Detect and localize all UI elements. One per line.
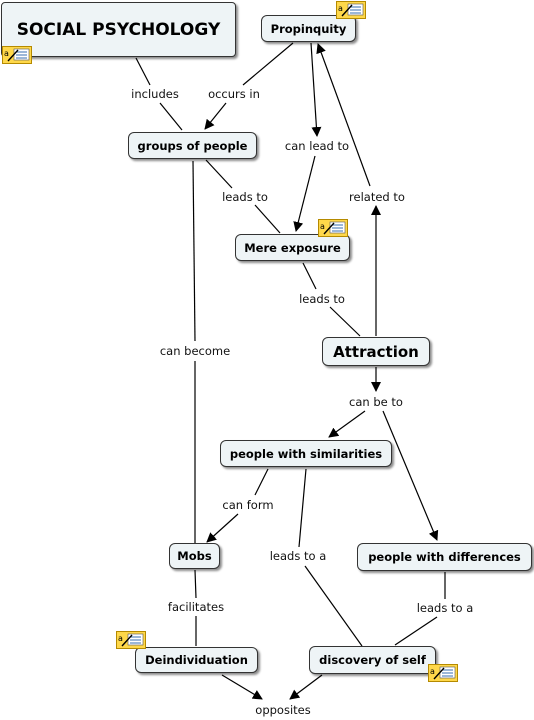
edge-can-lead-to-out bbox=[293, 155, 316, 232]
concept-people-with-similarities[interactable]: people with similarities bbox=[220, 440, 392, 467]
concept-mobs[interactable]: Mobs bbox=[169, 543, 220, 569]
link-can-form: can form bbox=[220, 498, 276, 512]
edge-occurs-in-in bbox=[242, 42, 294, 86]
link-can-lead-to: can lead to bbox=[282, 139, 352, 153]
link-can-become: can become bbox=[157, 344, 233, 358]
note-icon[interactable]: a bbox=[116, 631, 146, 649]
concept-mere-exposure[interactable]: Mere exposure bbox=[235, 234, 350, 261]
concept-groups-of-people[interactable]: groups of people bbox=[128, 132, 257, 159]
note-icon[interactable]: a bbox=[428, 664, 458, 682]
edge-opposites-discovery bbox=[289, 674, 323, 700]
note-icon[interactable]: a bbox=[336, 1, 366, 19]
edge-can-lead-to-in bbox=[310, 42, 322, 137]
edge-occurs-in-out bbox=[204, 102, 227, 130]
link-leads-to-a-2: leads to a bbox=[414, 601, 476, 615]
link-includes: includes bbox=[129, 87, 181, 101]
link-facilitates: facilitates bbox=[165, 600, 227, 614]
svg-text:a: a bbox=[338, 4, 343, 13]
concept-discovery-of-self[interactable]: discovery of self bbox=[309, 646, 436, 674]
concept-people-with-differences[interactable]: people with differences bbox=[357, 543, 532, 571]
link-opposites: opposites bbox=[253, 703, 313, 717]
link-leads-to-1: leads to bbox=[220, 190, 270, 204]
link-occurs-in: occurs in bbox=[206, 87, 262, 101]
edge-includes-out bbox=[159, 102, 183, 131]
note-icon[interactable]: a bbox=[318, 219, 348, 237]
link-leads-to-a-1: leads to a bbox=[267, 549, 329, 563]
edge-can-be-to-similarities bbox=[328, 410, 366, 438]
concept-social-psychology[interactable]: SOCIAL PSYCHOLOGY bbox=[1, 2, 236, 57]
note-icon[interactable]: a bbox=[2, 46, 32, 64]
edge-leads-to-a-1-out bbox=[304, 565, 363, 647]
edge-related-to-out bbox=[316, 43, 371, 187]
edge-leads-to-2-in bbox=[302, 262, 317, 290]
concept-deindividuation[interactable]: Deindividuation bbox=[135, 647, 258, 673]
link-can-be-to: can be to bbox=[347, 395, 405, 409]
svg-text:a: a bbox=[320, 222, 325, 231]
edge-can-form-in bbox=[254, 468, 269, 496]
link-related-to: related to bbox=[347, 190, 407, 204]
link-leads-to-2: leads to bbox=[297, 292, 347, 306]
edge-can-be-to-differences bbox=[382, 410, 439, 541]
edge-includes-in bbox=[135, 57, 151, 86]
edge-can-become-in bbox=[192, 160, 196, 342]
edge-leads-to-1-in bbox=[205, 159, 233, 189]
svg-text:a: a bbox=[4, 49, 9, 58]
svg-text:a: a bbox=[118, 634, 123, 643]
edge-facilitates-in bbox=[194, 569, 197, 599]
edge-leads-to-2-out bbox=[329, 306, 361, 337]
concept-attraction[interactable]: Attraction bbox=[322, 337, 430, 366]
edge-opposites-deindividuation bbox=[221, 674, 263, 700]
edge-leads-to-a-1-in bbox=[298, 468, 307, 548]
svg-text:a: a bbox=[430, 667, 435, 676]
edge-leads-to-1-out bbox=[254, 204, 281, 234]
edge-leads-to-a-2-out bbox=[394, 616, 438, 646]
concept-propinquity[interactable]: Propinquity bbox=[261, 15, 356, 42]
edge-can-form-out bbox=[206, 513, 239, 543]
